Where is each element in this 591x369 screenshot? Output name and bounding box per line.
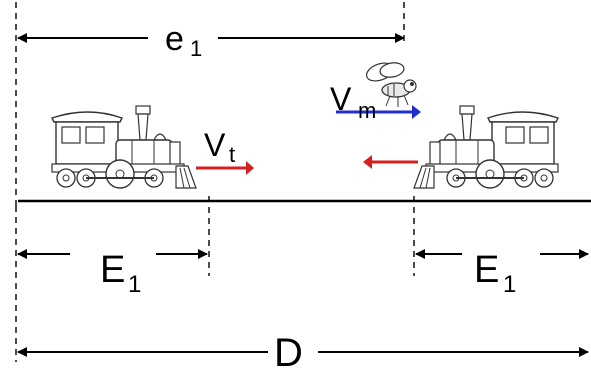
fly-icon <box>365 62 417 107</box>
vt-arrowhead <box>246 161 254 175</box>
train-left-icon <box>51 105 197 189</box>
e1-label: e <box>165 20 184 58</box>
vm-label: V <box>330 81 352 117</box>
E1-left-label: E <box>100 249 125 291</box>
E1-right-subscript: 1 <box>503 271 516 298</box>
train-right-icon <box>413 105 559 189</box>
D-label: D <box>274 331 303 369</box>
vm-subscript: m <box>358 98 376 123</box>
vt-label: V <box>204 127 226 163</box>
vm-arrowhead <box>412 105 421 119</box>
E1-left-subscript: 1 <box>128 271 141 298</box>
e1-subscript: 1 <box>190 36 202 61</box>
vt-subscript: t <box>229 142 235 167</box>
E1-right-label: E <box>474 249 499 291</box>
right-train-velocity-arrowhead <box>363 155 372 169</box>
